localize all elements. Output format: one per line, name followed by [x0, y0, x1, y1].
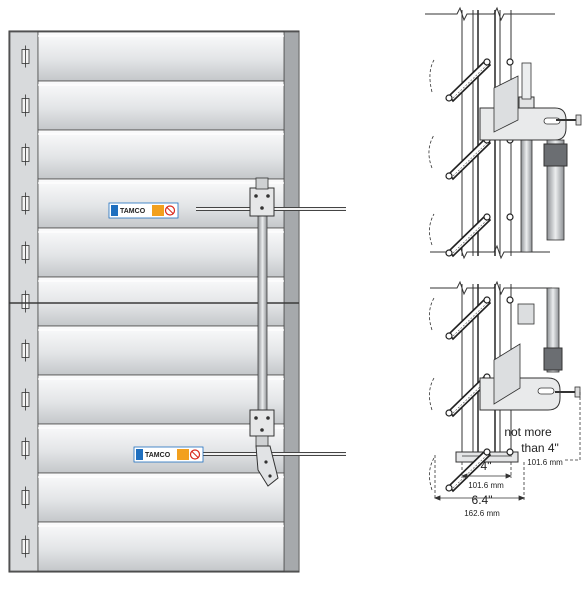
outer-width: 6.4"	[472, 493, 493, 507]
pivot-icon	[445, 249, 453, 257]
front-view: TAMCO TAMCO	[8, 30, 346, 573]
prohibited-slash	[191, 451, 199, 458]
pivot-icon	[445, 332, 453, 340]
upper-tamco-label: TAMCO	[108, 202, 179, 219]
warning-stripe	[177, 449, 189, 460]
lower-shaft-assembly	[479, 287, 581, 411]
blade-edge	[452, 141, 489, 177]
side-blade	[447, 58, 492, 103]
damper-blade	[37, 521, 285, 572]
angle-plate	[493, 75, 519, 133]
pivot-icon	[483, 448, 491, 456]
bolt-icon	[268, 474, 272, 478]
outer-metric: 162.6 mm	[464, 509, 500, 518]
right-jamb	[283, 31, 300, 572]
blade-edge	[452, 378, 489, 414]
shaft-top-cap	[521, 62, 532, 100]
shaft-coupling	[517, 303, 535, 325]
rotation-arcs	[428, 59, 435, 491]
lower-clamp	[255, 435, 269, 447]
pivot-icon	[506, 213, 514, 221]
dimension-lines	[433, 392, 581, 501]
pivot-icon	[506, 448, 514, 456]
damper-blade	[37, 31, 285, 82]
damper-blade	[37, 227, 285, 278]
limit-line-1: not more	[504, 425, 552, 439]
pivot-icon	[506, 296, 514, 304]
side-blade	[447, 213, 492, 258]
blade-edge	[452, 453, 489, 489]
blade-stack	[21, 31, 285, 572]
inner-metric: 101.6 mm	[468, 481, 504, 490]
damper-blade	[37, 129, 285, 180]
rod-clamp	[543, 347, 563, 371]
inner-width: 4"	[481, 459, 492, 473]
limit-metric: 101.6 mm	[527, 458, 563, 467]
break-line	[425, 6, 555, 22]
crank-arm	[255, 445, 279, 487]
bolt-icon	[254, 194, 258, 198]
side-section-view: not more than 4" 101.6 mm 4" 101.6 mm 6.…	[425, 6, 582, 518]
pivot-icon	[445, 484, 453, 492]
bracket-slot	[537, 387, 555, 395]
blade-edge	[452, 218, 489, 254]
swing-arc	[428, 134, 435, 169]
bolt-icon	[260, 428, 264, 432]
brand-name: TAMCO	[120, 208, 146, 215]
swing-arc	[429, 457, 435, 491]
swing-arc	[429, 59, 435, 93]
damper-blade	[37, 325, 285, 376]
damper-blade	[37, 472, 285, 523]
swing-arc	[429, 297, 435, 331]
brand-mark-icon	[111, 205, 118, 216]
damper-blade	[37, 374, 285, 425]
bolt-icon	[260, 206, 264, 210]
swing-arc	[429, 377, 435, 411]
limit-line-2: than 4"	[521, 441, 559, 455]
warning-stripe	[152, 205, 164, 216]
blade-edge	[452, 63, 489, 99]
pivot-icon	[445, 172, 453, 180]
damper-blade	[37, 276, 285, 327]
arrowhead-icon	[518, 495, 526, 501]
connecting-rod	[257, 209, 268, 411]
lower-tamco-label: TAMCO	[133, 446, 204, 463]
bolt-icon	[266, 416, 270, 420]
angle-plate	[493, 343, 521, 405]
upper-shaft-assembly	[479, 62, 582, 253]
prohibited-slash	[166, 207, 174, 214]
brand-name: TAMCO	[145, 452, 171, 459]
damper-blade	[37, 80, 285, 131]
lower-crank-bracket	[249, 409, 275, 437]
swing-arc	[429, 213, 435, 246]
actuator-linkage	[196, 177, 346, 487]
upper-crank-bracket	[249, 187, 275, 217]
brand-mark-icon	[136, 449, 143, 460]
break-line	[430, 280, 552, 296]
pivot-icon	[483, 213, 491, 221]
arrowhead-icon	[433, 495, 441, 501]
screw-head	[575, 114, 582, 126]
blade-edge	[452, 301, 489, 337]
side-blade	[447, 136, 492, 181]
bolt-icon	[254, 416, 258, 420]
pivot-icon	[506, 58, 514, 66]
side-blade	[447, 296, 492, 341]
pivot-icon	[483, 296, 491, 304]
screw-head	[574, 386, 581, 398]
bolt-icon	[264, 460, 268, 464]
upper-clamp	[255, 177, 269, 190]
pivot-icon	[483, 58, 491, 66]
arrowhead-icon	[460, 473, 468, 479]
bolt-icon	[266, 194, 270, 198]
rod-clamp	[543, 143, 568, 167]
arrowhead-icon	[505, 473, 513, 479]
pivot-icon	[445, 94, 453, 102]
pivot-icon	[445, 409, 453, 417]
